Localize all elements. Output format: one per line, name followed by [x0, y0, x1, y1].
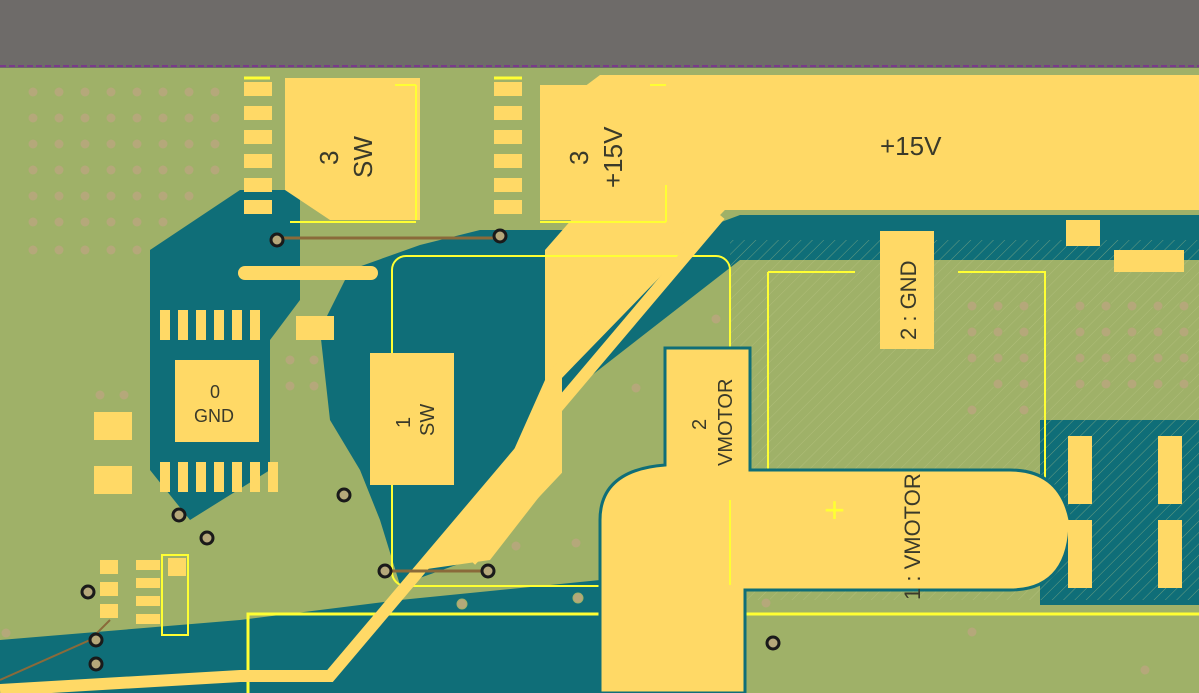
- vmotor-copper-pour: [598, 346, 1072, 693]
- inductor-sw-net-label: SW: [417, 404, 439, 436]
- right-pad-2[interactable]: [1114, 250, 1184, 272]
- cap-gnd-pin-label: 2 : GND: [896, 261, 921, 340]
- plus15v-net-label: +15V: [880, 131, 942, 161]
- right-pad-6[interactable]: [1158, 520, 1182, 588]
- inductor-pad-sw[interactable]: 1 SW: [370, 353, 454, 485]
- inner-copper-zone-center: [320, 215, 1199, 585]
- plus15v-pad-area: [540, 85, 670, 220]
- right-pad-4[interactable]: [1158, 436, 1182, 504]
- component-small-ic[interactable]: [100, 554, 189, 636]
- left-pad-b[interactable]: [94, 466, 132, 494]
- right-pad-1[interactable]: [1066, 220, 1100, 246]
- pad-trace-stub: [238, 266, 378, 280]
- u-sw-pin-label: 3: [314, 151, 344, 165]
- cap-vmotor-pin-label: 1 : VMOTOR: [900, 473, 925, 600]
- via-ringed: [80, 228, 781, 672]
- via-grid-right: [966, 300, 1190, 416]
- u-15v-pin-label: 3: [564, 151, 594, 165]
- right-pad-3[interactable]: [1068, 436, 1092, 504]
- vmotor-pad-net-label: VMOTOR: [715, 379, 737, 466]
- viewer-top-band: [0, 0, 1199, 64]
- component-u-15v[interactable]: 3 +15V: [494, 76, 667, 223]
- u-sw-net-label: SW: [348, 136, 378, 178]
- inductor-sw-pin-label: 1: [393, 417, 415, 428]
- vmotor-pad-pin-label: 2: [689, 419, 711, 430]
- ic-gnd-net-label: GND: [194, 406, 234, 426]
- sw-copper-pour: [285, 78, 420, 220]
- component-ic-gnd[interactable]: 0 GND: [160, 310, 278, 492]
- cap-plus-mark: +: [824, 489, 845, 530]
- via-grid-topleft: [27, 86, 221, 256]
- component-u-sw[interactable]: 3 SW: [244, 76, 420, 223]
- right-pad-5[interactable]: [1068, 520, 1092, 588]
- plus15v-diagonal-trace: [464, 200, 726, 565]
- left-pad-a[interactable]: [94, 412, 132, 440]
- u-15v-net-label: +15V: [598, 126, 628, 188]
- inner-copper-zone-bottom: [0, 580, 600, 693]
- cap-pad-gnd[interactable]: 2 : GND: [880, 231, 934, 349]
- via-scatter: [0, 313, 1151, 676]
- bottom-silk-outline: [246, 612, 1199, 693]
- bottom-trace: [0, 211, 725, 693]
- left-pad-c[interactable]: [296, 316, 334, 340]
- ic-gnd-pin-label: 0: [210, 382, 220, 402]
